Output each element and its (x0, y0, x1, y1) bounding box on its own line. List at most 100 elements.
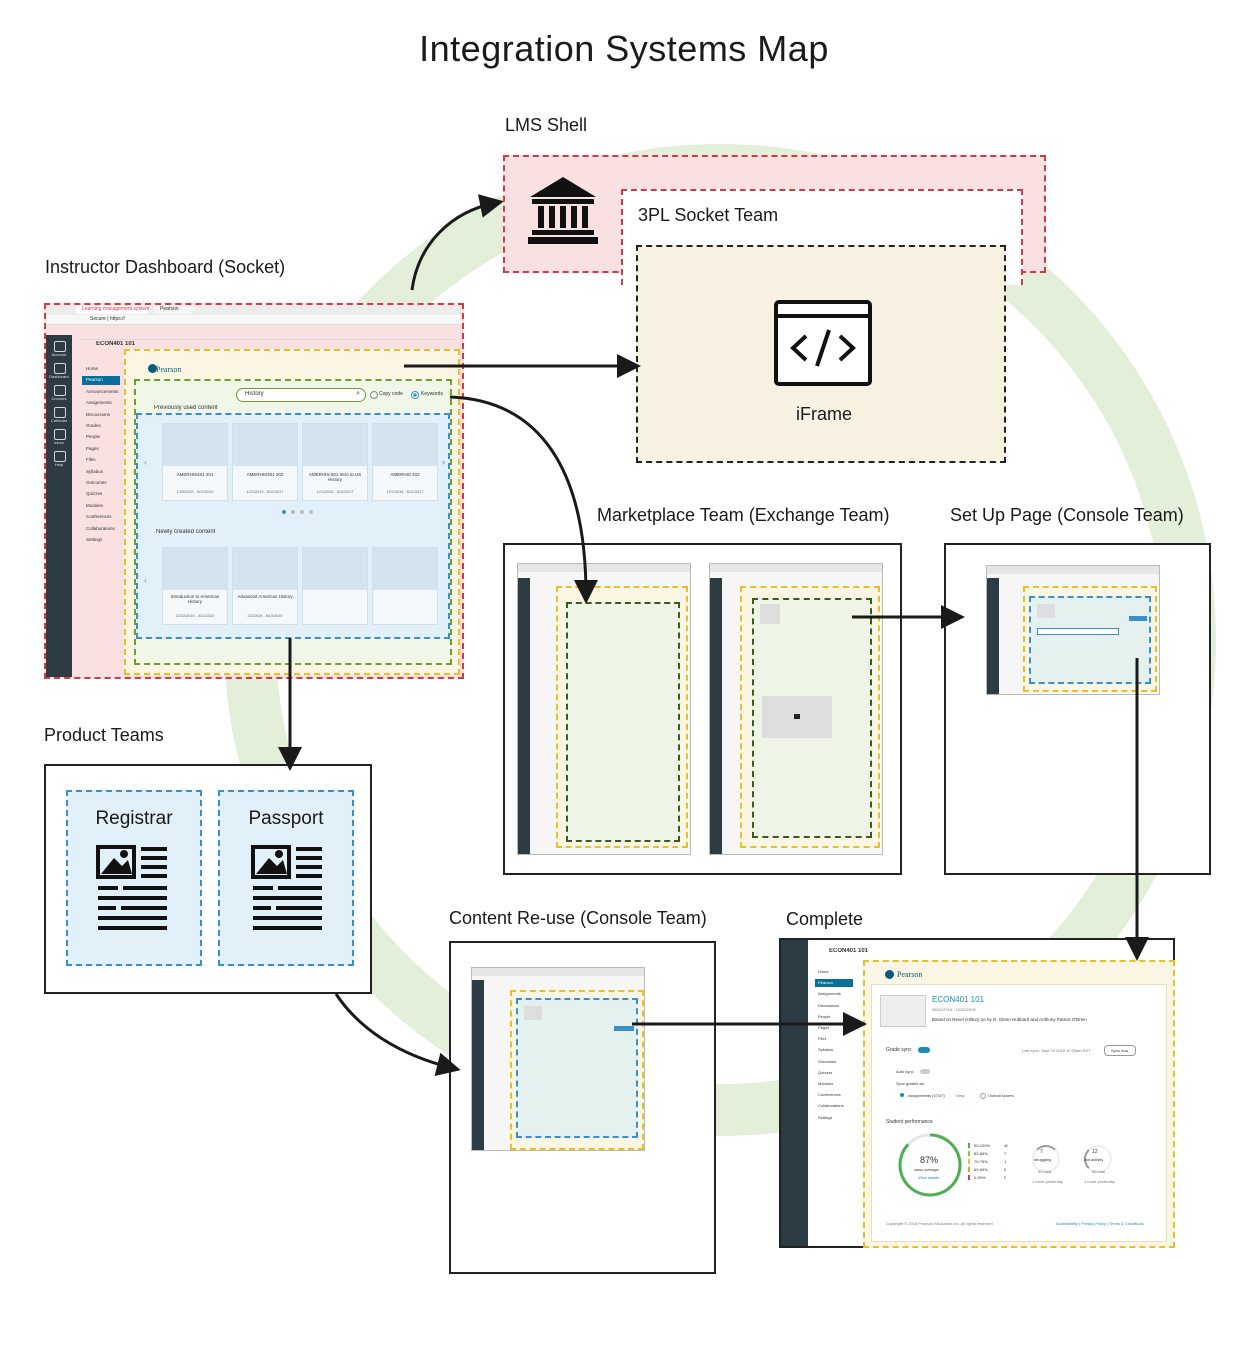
footer-links[interactable]: Accessibility | Privacy Policy | Terms &… (1056, 1221, 1144, 1226)
carousel-next-icon[interactable]: › (442, 457, 445, 467)
content-card[interactable]: AMERHIS401 202 12/1/2019 - 8/11/2017 (232, 423, 298, 501)
nav-item-label: Syllabus (86, 468, 104, 474)
nav-item[interactable]: Discussions (82, 411, 120, 420)
nav-item[interactable]: Assignments (815, 990, 853, 998)
nav-item[interactable]: Settings (82, 536, 120, 545)
marketplace-box (503, 543, 902, 875)
browser-tab[interactable]: Learning management system (76, 306, 149, 314)
auto-sync-toggle[interactable] (920, 1069, 930, 1074)
nav-item[interactable]: Grades (82, 422, 120, 431)
nav-item[interactable]: Collaborations (82, 525, 120, 534)
carousel-dot[interactable] (309, 510, 313, 514)
nav-item[interactable]: Assignments (82, 399, 120, 408)
low-activity-label: low activity (1084, 1157, 1104, 1162)
rail-label: Help (54, 462, 64, 467)
struggling-gauge (1032, 1145, 1060, 1173)
instructor-dashboard-label: Instructor Dashboard (Socket) (45, 257, 286, 277)
band-swatch (968, 1143, 970, 1148)
content-card-thumbnail (373, 548, 437, 590)
radio-copy-code[interactable] (370, 391, 378, 399)
rail-icon[interactable] (54, 341, 66, 352)
carousel-dot[interactable] (282, 510, 286, 514)
nav-item[interactable]: People (815, 1013, 853, 1021)
setup-input[interactable] (1037, 628, 1119, 635)
nav-item[interactable]: Outcomes (815, 1058, 853, 1066)
nav-item[interactable]: Collaborations (815, 1102, 853, 1110)
nav-item[interactable]: Outcomes (82, 479, 120, 488)
nav-item[interactable]: Conferences (82, 513, 120, 522)
rail-label: Account (51, 352, 67, 357)
browser-addressbar[interactable]: Secure | https:// (46, 315, 462, 325)
carousel-dot[interactable] (291, 510, 295, 514)
lms-rail (472, 980, 484, 1150)
arrow-dashboard-to-marketplace (449, 395, 598, 604)
content-card[interactable] (372, 547, 438, 625)
nav-item[interactable]: Modules (815, 1080, 853, 1088)
nav-item[interactable]: Pages (82, 445, 120, 454)
content-card[interactable] (302, 547, 368, 625)
nav-item[interactable]: Syllabus (82, 468, 120, 477)
search-input[interactable]: History ⌕ (236, 388, 366, 402)
opt-view-link[interactable]: View (956, 1093, 965, 1098)
nav-item[interactable]: Home (815, 968, 853, 976)
rail-icon[interactable] (54, 407, 66, 418)
content-card-title: AMERHIS401 202 (246, 472, 284, 477)
radio-assignments[interactable] (900, 1093, 904, 1097)
nav-item[interactable]: Pearson (815, 979, 853, 988)
nav-item[interactable]: People (82, 433, 120, 442)
rail-icon[interactable] (54, 363, 66, 374)
video-thumbnail[interactable] (762, 696, 832, 738)
nav-item[interactable]: Modules (82, 502, 120, 511)
view-details-link[interactable]: View details (918, 1175, 940, 1180)
course-desc: Based on Revel (Hilton) 1e by R. Glenn H… (932, 1017, 1087, 1022)
nav-item[interactable]: Files (815, 1035, 853, 1043)
course-thumbnail (880, 995, 926, 1027)
content-panel: History ⌕ Copy code Keywords Previously … (134, 379, 452, 665)
nav-item-label: Home (818, 969, 829, 974)
nav-item[interactable]: Files (82, 456, 120, 465)
setup-page-label: Set Up Page (Console Team) (950, 505, 1184, 525)
browser-bar (472, 968, 644, 976)
rail-icon[interactable] (54, 429, 66, 440)
nav-item[interactable]: Quizzes (82, 490, 120, 499)
nav-item[interactable]: Home (82, 365, 120, 374)
lms-shell-label: LMS Shell (505, 115, 588, 135)
nav-item[interactable]: Syllabus (815, 1046, 853, 1054)
nav-item[interactable]: Discussions (815, 1002, 853, 1010)
sync-now-button[interactable]: Sync now (1104, 1045, 1136, 1056)
rail-icon[interactable] (54, 385, 66, 396)
grade-sync-toggle[interactable] (918, 1047, 930, 1053)
radio-overall[interactable] (980, 1093, 986, 1099)
product-teams-box: Registrar Passport (44, 764, 372, 994)
content-card-date: 12/1/2019 - 8/11/2017 (246, 490, 284, 494)
nav-item-label: Grades (86, 423, 101, 428)
radio-keywords[interactable] (411, 391, 419, 399)
nav-item[interactable]: Quizzes (815, 1069, 853, 1077)
band-range: 90-100% (974, 1143, 991, 1148)
copy-button[interactable] (614, 1026, 634, 1031)
rail-icon[interactable] (54, 451, 66, 462)
marketplace-label: Marketplace Team (Exchange Team) (597, 505, 890, 525)
browser-tab-pearson[interactable]: Pearson (154, 306, 194, 314)
carousel-prev-icon[interactable]: ‹ (144, 457, 147, 467)
nav-item-label: Announcements (86, 388, 119, 394)
content-reuse-box (449, 941, 716, 1274)
carousel-prev-icon-2[interactable]: ‹ (144, 575, 147, 585)
content-reuse-label: Content Re-use (Console Team) (449, 908, 707, 928)
content-card-date: 12/1/2016 - 8/11/2017 (316, 490, 354, 494)
setup-button[interactable] (1129, 616, 1147, 621)
nav-item[interactable]: Pages (815, 1024, 853, 1032)
nav-item[interactable]: Pearson (82, 376, 120, 386)
nav-item[interactable]: Settings (815, 1114, 853, 1122)
document-icon (251, 845, 322, 930)
content-card-thumbnail (233, 548, 297, 590)
carousel-dot[interactable] (300, 510, 304, 514)
nav-item[interactable]: Announcements (82, 388, 120, 397)
nav-item[interactable]: Conferences (815, 1091, 853, 1099)
